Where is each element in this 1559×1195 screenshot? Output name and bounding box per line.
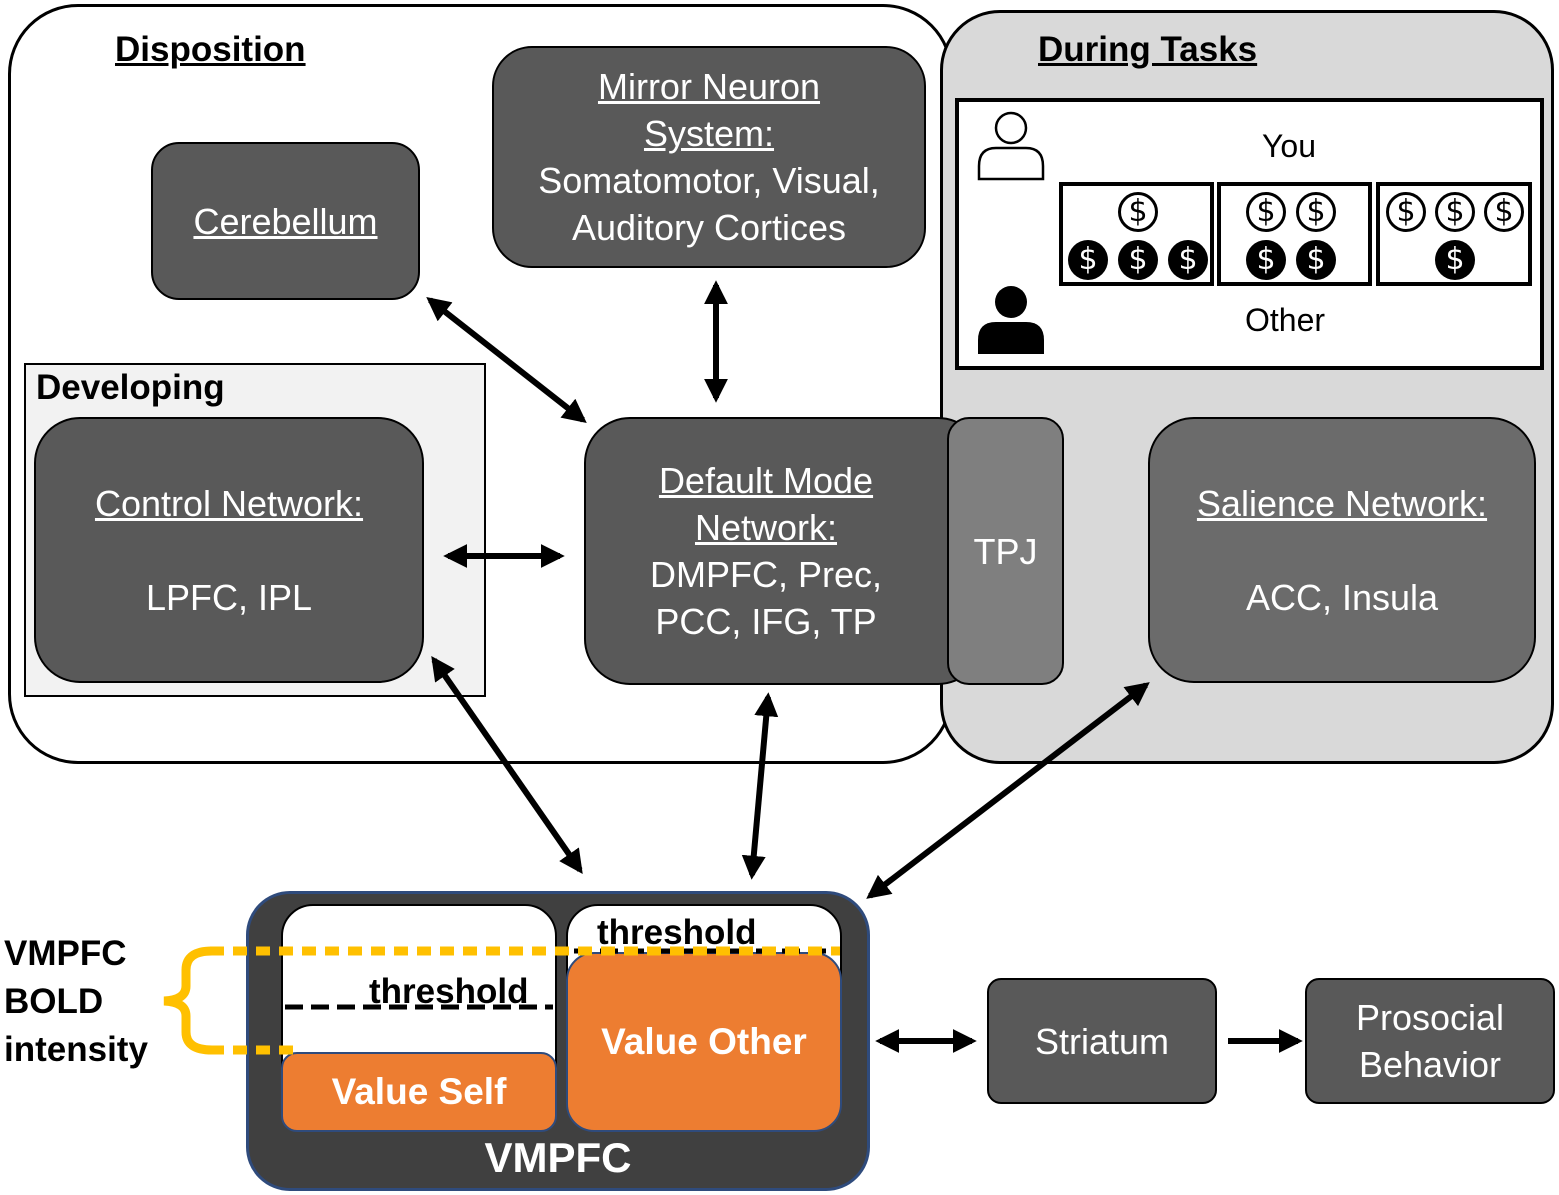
you-label: You bbox=[1262, 128, 1316, 164]
salience-network-node: Salience Network: ACC, Insula bbox=[1148, 417, 1536, 683]
vmpfc-label: VMPFC bbox=[484, 1134, 632, 1181]
other-coin: $ bbox=[1118, 240, 1158, 280]
prosocial-line-1: Prosocial bbox=[1355, 997, 1505, 1038]
other-person-icon bbox=[978, 286, 1044, 354]
you-coin: $ bbox=[1118, 192, 1158, 232]
default-mode-title-2: Network: bbox=[694, 507, 838, 548]
other-coin: $ bbox=[1435, 240, 1475, 280]
other-coin: $ bbox=[1068, 240, 1108, 280]
during-tasks-title: During Tasks bbox=[1038, 30, 1258, 69]
cerebellum-node: Cerebellum bbox=[151, 142, 420, 300]
threshold-label-self: threshold bbox=[369, 972, 529, 1011]
other-label: Other bbox=[1245, 302, 1326, 338]
bold-label-line-3: intensity bbox=[4, 1030, 148, 1069]
bold-intensity-label: VMPFC BOLD intensity bbox=[4, 930, 148, 1074]
you-coin: $ bbox=[1386, 192, 1426, 232]
salience-network-title: Salience Network: bbox=[1196, 482, 1488, 524]
threshold-label-other: threshold bbox=[597, 913, 757, 952]
salience-network-areas: ACC, Insula bbox=[1245, 576, 1439, 618]
bold-label-line-1: VMPFC bbox=[4, 934, 127, 973]
default-mode-line-2: PCC, IFG, TP bbox=[655, 601, 877, 642]
other-coin: $ bbox=[1246, 240, 1286, 280]
other-coin: $ bbox=[1296, 240, 1336, 280]
tpj-node: TPJ bbox=[947, 417, 1064, 685]
mirror-neuron-title-1: Mirror Neuron bbox=[597, 66, 821, 107]
you-coin: $ bbox=[1246, 192, 1286, 232]
striatum-node: Striatum bbox=[987, 978, 1217, 1104]
mirror-neuron-node: Mirror Neuron System: Somatomotor, Visua… bbox=[492, 46, 926, 268]
value-self-label: Value Self bbox=[331, 1071, 507, 1112]
value-other-label: Value Other bbox=[601, 1021, 807, 1062]
mirror-neuron-line-2: Auditory Cortices bbox=[571, 207, 847, 248]
bold-bracket bbox=[163, 946, 213, 1055]
offer-option-3: $ $ $ $ bbox=[1376, 182, 1532, 286]
you-coin: $ bbox=[1484, 192, 1524, 232]
offer-option-2: $ $ $ $ bbox=[1217, 182, 1372, 286]
control-network-title: Control Network: bbox=[94, 482, 364, 524]
value-self-bar: Value Self bbox=[281, 1052, 557, 1132]
default-mode-title-1: Default Mode bbox=[658, 460, 874, 501]
bold-label-line-2: BOLD bbox=[4, 982, 104, 1021]
developing-title: Developing bbox=[36, 368, 225, 407]
control-network-node: Control Network: LPFC, IPL bbox=[34, 417, 424, 683]
striatum-label: Striatum bbox=[1034, 1020, 1170, 1062]
value-other-bar: Value Other bbox=[566, 952, 842, 1132]
mirror-neuron-line-1: Somatomotor, Visual, bbox=[538, 160, 880, 201]
disposition-title: Disposition bbox=[115, 30, 306, 69]
prosocial-line-2: Behavior bbox=[1358, 1044, 1502, 1085]
control-network-areas: LPFC, IPL bbox=[145, 576, 313, 618]
offer-option-1: $ $ $ $ bbox=[1059, 182, 1214, 286]
other-coin: $ bbox=[1168, 240, 1208, 280]
you-person-icon bbox=[977, 111, 1045, 181]
tpj-label: TPJ bbox=[973, 530, 1038, 572]
you-coin: $ bbox=[1435, 192, 1475, 232]
cerebellum-label: Cerebellum bbox=[193, 200, 378, 242]
prosocial-behavior-node: Prosocial Behavior bbox=[1305, 978, 1555, 1104]
mirror-neuron-title-2: System: bbox=[643, 113, 775, 154]
default-mode-node: Default Mode Network: DMPFC, Prec, PCC, … bbox=[584, 417, 984, 685]
default-mode-line-1: DMPFC, Prec, bbox=[649, 554, 882, 595]
you-coin: $ bbox=[1296, 192, 1336, 232]
